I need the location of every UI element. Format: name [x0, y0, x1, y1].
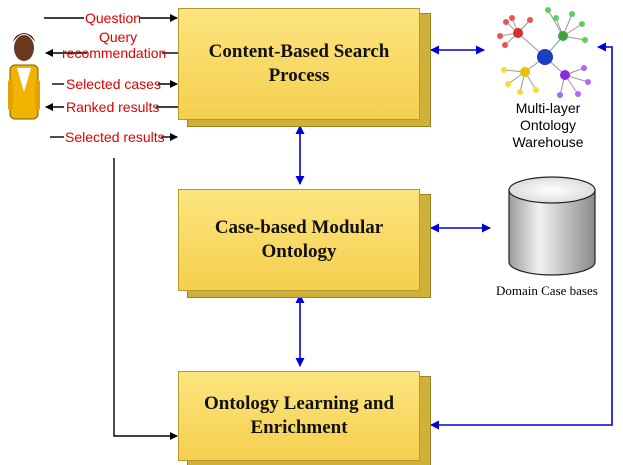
- case-based-modular-ontology-label: Case-based Modular Ontology: [214, 217, 384, 262]
- warehouse-label-line3: Warehouse: [512, 133, 584, 150]
- content-based-search-process-box: Content-Based Search Process: [178, 8, 420, 120]
- user-icon: [8, 33, 40, 120]
- domain-case-bases-label: Domain Case bases: [496, 283, 598, 298]
- warehouse-label-line2: Ontology: [519, 116, 577, 133]
- ontology-learning-line1: Ontology Learning and: [203, 393, 395, 415]
- selected-cases-label: Selected cases: [66, 76, 161, 92]
- ranked-results-label: Ranked results: [66, 99, 160, 115]
- query-recommendation-label-line2: recommendation: [62, 45, 167, 61]
- selected-results-label: Selected results: [65, 129, 165, 145]
- ontology-learning-enrichment-box: Ontology Learning and Enrichment: [178, 371, 420, 461]
- case-based-modular-ontology-box: Case-based Modular Ontology: [178, 189, 420, 291]
- question-label: Question: [85, 10, 142, 26]
- ontology-warehouse-label: Multi-layer Ontology Warehouse: [493, 100, 603, 150]
- bidirectional-arrows: [295, 42, 613, 430]
- warehouse-label-line1: Multi-layer: [515, 100, 581, 116]
- ontology-learning-enrichment-label: Ontology Learning and Enrichment: [204, 392, 394, 440]
- ontology-network-icon: [497, 7, 591, 98]
- ontology-learning-line2: Enrichment: [250, 417, 348, 438]
- content-based-search-process-label: Content-Based Search Process: [208, 41, 390, 86]
- database-cylinder-icon: [508, 176, 596, 276]
- user-flow-arrows: [44, 14, 178, 440]
- query-recommendation-label-line1: Query: [99, 29, 138, 45]
